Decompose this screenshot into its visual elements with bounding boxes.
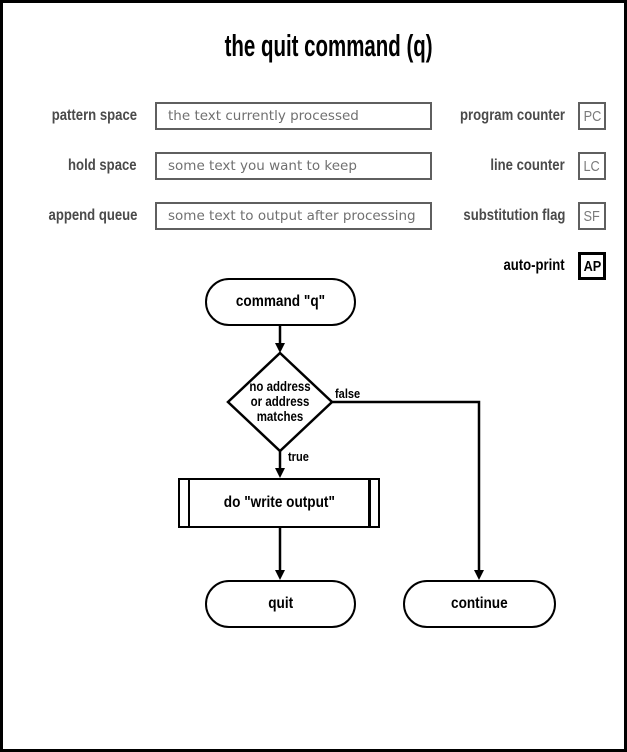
append-queue-value-box: some text to output after processing (155, 202, 432, 230)
substitution-flag-label: substitution flag (462, 207, 565, 224)
predefined-process-left-bar (187, 479, 190, 527)
true-branch-label: true (288, 449, 309, 464)
hold-space-value-box: some text you want to keep (155, 152, 432, 180)
pattern-space-value-box: the text currently processed (155, 102, 432, 130)
line-counter-label: line counter (490, 157, 565, 174)
false-branch-label: false (335, 386, 361, 401)
start-node-command-q: command "q" (205, 278, 356, 326)
arrowhead-into-continue (474, 570, 484, 580)
line-counter-chip: LC (578, 152, 606, 180)
page-title-text: the quit command (q) (224, 28, 433, 63)
program-counter-label: program counter (460, 107, 565, 124)
append-queue-value: some text to output after processing (168, 208, 416, 224)
arrowhead-into-quit (275, 570, 285, 580)
auto-print-label: auto-print (503, 257, 565, 274)
program-counter-chip: PC (578, 102, 606, 130)
decision-text: no address or address matches (249, 379, 311, 424)
process-node-write-output: do "write output" (178, 478, 380, 528)
end-node-quit: quit (205, 580, 356, 628)
arrowhead-into-decision (275, 343, 285, 353)
auto-print-chip: AP (578, 252, 606, 280)
pattern-space-value: the text currently processed (168, 108, 359, 124)
page-title: the quit command (q) (33, 28, 624, 64)
substitution-flag-chip: SF (578, 202, 606, 230)
pattern-space-label: pattern space (51, 107, 137, 124)
hold-space-value: some text you want to keep (168, 158, 357, 174)
hold-space-label: hold space (68, 157, 137, 174)
predefined-process-right-bar (368, 479, 371, 527)
end-node-continue: continue (403, 580, 556, 628)
arrowhead-into-process (275, 468, 285, 478)
append-queue-label: append queue (48, 207, 137, 224)
